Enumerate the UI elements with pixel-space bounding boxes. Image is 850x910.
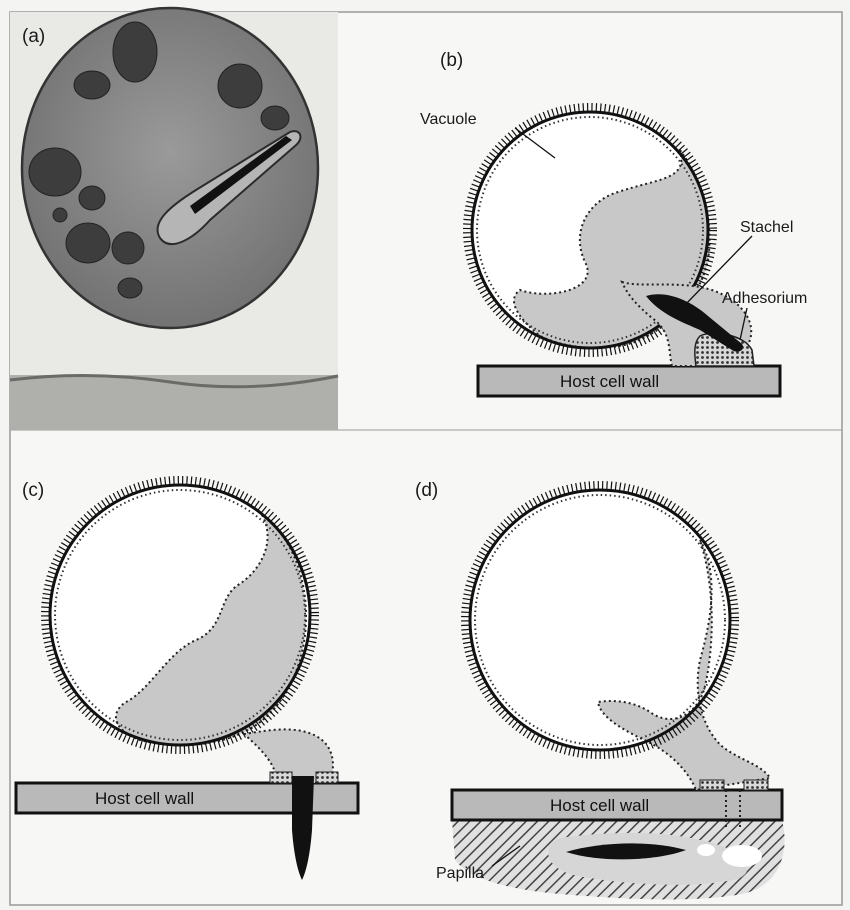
panel-a: (a) [10,8,338,430]
host-cell-wall-label-c: Host cell wall [95,789,194,808]
adhesorium-d-right [744,780,768,790]
host-cell-wall-label-d: Host cell wall [550,796,649,815]
adhesorium-d-left [700,780,724,790]
papilla-vesicle-d [722,845,762,867]
panel-b-label: (b) [440,50,463,71]
adhesorium-c-right [316,772,338,783]
adhesorium-label: Adhesorium [722,290,807,307]
papilla-label: Papilla [436,865,484,882]
host-cell-wall-label-b: Host cell wall [560,372,659,391]
papilla-vesicle-2-d [697,844,715,856]
stachel-label: Stachel [740,219,793,236]
panel-c-label: (c) [22,480,44,501]
vacuole-label: Vacuole [420,111,477,128]
adhesorium-c-left [270,772,292,783]
panel-a-label: (a) [22,26,45,47]
panel-d-label: (d) [415,480,438,501]
